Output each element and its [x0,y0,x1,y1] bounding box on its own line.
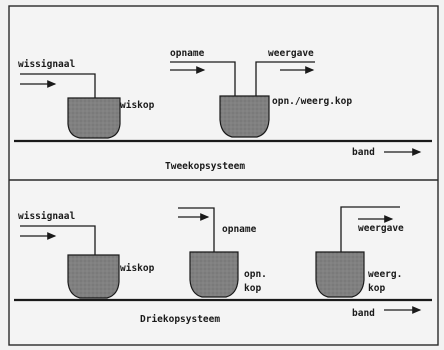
top-erase-head-label: wiskop [120,100,155,111]
top-record-wire [170,61,236,96]
bottom-caption: Driekopsysteem [140,314,220,325]
bottom-record-head-label-2: kop [244,283,261,294]
bottom-playback-wire [340,206,400,252]
bottom-playback-head [315,251,365,298]
two-head-system: wissignaal wiskop opname weergave opn./w… [14,48,432,172]
top-playback-wire [255,61,315,96]
bottom-record-wire [178,207,215,252]
bottom-record-label: opname [222,224,257,235]
bottom-erase-signal-wire [20,225,96,255]
bottom-record-head-label-1: opn. [244,269,267,280]
bottom-playback-head-label-1: weerg. [368,269,402,280]
three-head-system: wissignaal wiskop opname opn. kop weerga… [14,206,432,325]
top-erase-signal-label: wissignaal [18,59,75,70]
top-erase-signal-wire [20,73,96,98]
top-erase-head [67,97,121,139]
top-playback-label: weergave [268,48,314,59]
top-combo-head-label: opn./weerg.kop [272,96,352,107]
bottom-erase-head-label: wiskop [120,263,155,274]
bottom-record-head [189,251,239,298]
bottom-erase-signal-label: wissignaal [18,211,75,222]
bottom-playback-head-label-2: kop [368,283,385,294]
top-caption: Tweekopsysteem [165,161,245,172]
top-tape-label: band [352,147,375,158]
bottom-tape-label: band [352,308,375,319]
bottom-playback-label: weergave [358,223,404,234]
bottom-erase-head [67,254,120,299]
top-combo-head [219,95,270,138]
top-record-label: opname [170,48,205,59]
